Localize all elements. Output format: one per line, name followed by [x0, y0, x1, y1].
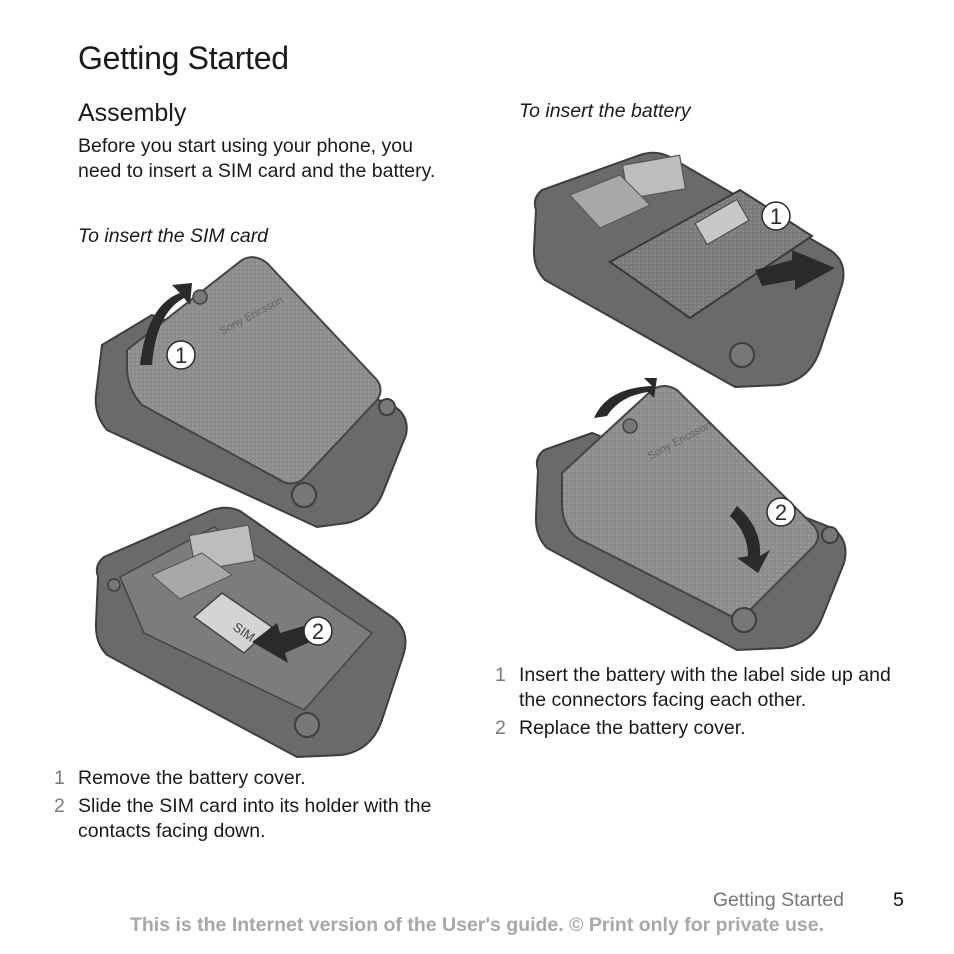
replace-cover-illustration: 2 Sony Ericsson: [532, 378, 852, 653]
footer-section-name: Getting Started: [713, 889, 844, 912]
step-number: 1: [495, 663, 506, 688]
step-text: Insert the battery with the label side u…: [519, 664, 891, 711]
step-text: Replace the battery cover.: [519, 717, 746, 739]
callout-1: 1: [175, 343, 187, 368]
list-item: 2 Replace the battery cover.: [495, 716, 905, 741]
insert-sim-illustration: SIM 2: [92, 505, 417, 765]
page-number: 5: [893, 889, 904, 912]
insert-battery-illustration: 1: [530, 150, 850, 390]
list-item: 1 Insert the battery with the label side …: [495, 663, 905, 713]
list-item: 2 Slide the SIM card into its holder with…: [54, 794, 464, 844]
step-number: 2: [54, 794, 65, 819]
battery-heading: To insert the battery: [519, 100, 691, 123]
copyright-notice: This is the Internet version of the User…: [0, 914, 954, 937]
step-text: Slide the SIM card into its holder with …: [78, 795, 431, 842]
callout-2: 2: [775, 500, 787, 525]
intro-paragraph: Before you start using your phone, you n…: [78, 134, 438, 184]
callout-1: 1: [770, 204, 782, 229]
section-title: Assembly: [78, 99, 186, 128]
step-text: Remove the battery cover.: [78, 767, 306, 789]
sim-steps-list: 1 Remove the battery cover. 2 Slide the SI…: [54, 766, 464, 847]
sim-heading: To insert the SIM card: [78, 225, 268, 248]
callout-2: 2: [312, 619, 324, 644]
battery-steps-list: 1 Insert the battery with the label side …: [495, 663, 905, 744]
list-item: 1 Remove the battery cover.: [54, 766, 464, 791]
step-number: 1: [54, 766, 65, 791]
page-title: Getting Started: [78, 40, 289, 77]
step-number: 2: [495, 716, 506, 741]
remove-cover-illustration: 1 Sony Ericsson: [92, 255, 417, 535]
